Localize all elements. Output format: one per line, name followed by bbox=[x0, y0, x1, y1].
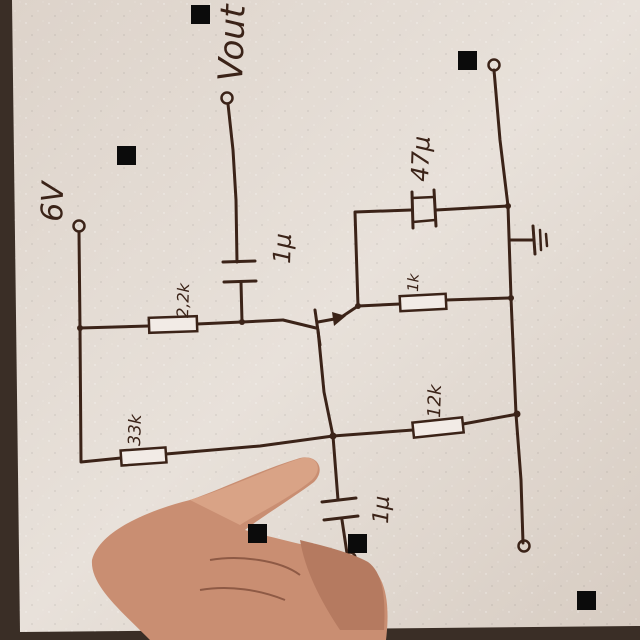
pointing-hand bbox=[91, 457, 388, 640]
noise-square bbox=[117, 146, 136, 165]
supply-wire-upper bbox=[77, 230, 82, 330]
base-bias-wire bbox=[164, 428, 415, 456]
junction-collector bbox=[239, 319, 245, 325]
collector-wire-left bbox=[78, 324, 151, 330]
junction-base bbox=[329, 432, 337, 440]
output-wire-upper bbox=[226, 102, 239, 264]
label-supply: 6V bbox=[35, 179, 71, 222]
resistor-base-lower bbox=[411, 416, 466, 439]
noise-square bbox=[191, 5, 210, 24]
ground-symbol bbox=[508, 224, 549, 256]
paper-noise bbox=[12, 0, 640, 632]
base-lower-wire-right bbox=[461, 412, 520, 426]
emitter-cap-wire-left bbox=[353, 208, 413, 308]
label-base-upper-resistor: 33k bbox=[125, 413, 146, 446]
junction-emitter bbox=[355, 303, 361, 309]
transistor bbox=[281, 308, 346, 347]
ground-terminal-top bbox=[487, 58, 501, 72]
ground-terminal-bottom bbox=[517, 539, 531, 553]
input-wire-upper bbox=[331, 434, 340, 502]
label-output: Vout bbox=[211, 2, 254, 82]
junction-supply bbox=[77, 325, 83, 331]
resistor-emitter bbox=[398, 292, 448, 313]
noise-square bbox=[577, 591, 596, 610]
capacitor-input bbox=[320, 496, 360, 522]
supply-wire-lower bbox=[78, 326, 123, 464]
junction-ground-base bbox=[513, 410, 521, 418]
resistor-collector bbox=[147, 314, 199, 335]
junction-ground-cap bbox=[505, 203, 511, 209]
output-wire-lower bbox=[239, 280, 244, 324]
emitter-cap-wire-right bbox=[434, 204, 510, 212]
label-collector-resistor: 2,2k bbox=[173, 282, 193, 318]
emitter-wire-right bbox=[444, 296, 513, 302]
noise-square bbox=[458, 51, 477, 70]
capacitor-output bbox=[221, 259, 258, 284]
noise-square bbox=[348, 534, 367, 553]
label-input-capacitor: 1μ bbox=[369, 495, 395, 524]
label-emitter-capacitor: 47μ bbox=[406, 135, 436, 182]
output-terminal bbox=[220, 91, 234, 105]
resistor-base-upper bbox=[119, 446, 168, 467]
label-emitter-resistor: 1k bbox=[404, 272, 423, 292]
label-output-capacitor: 1μ bbox=[268, 233, 297, 265]
label-base-lower-resistor: 12k bbox=[424, 383, 446, 419]
supply-terminal bbox=[72, 219, 86, 233]
noise-square bbox=[248, 524, 267, 543]
base-wire bbox=[316, 328, 335, 438]
capacitor-emitter bbox=[410, 188, 438, 230]
junction-ground-emitter bbox=[508, 295, 514, 301]
